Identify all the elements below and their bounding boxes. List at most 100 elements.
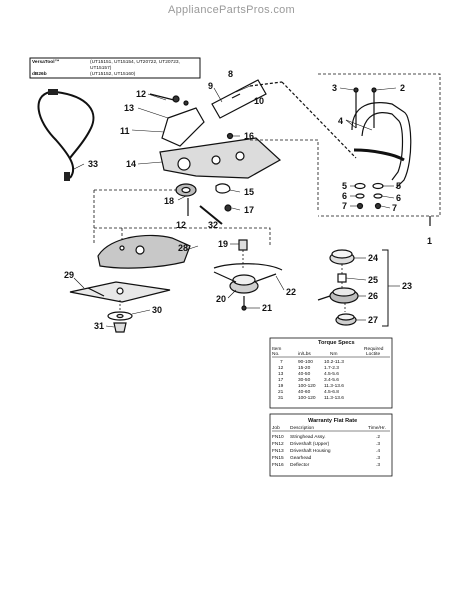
callout-15: 15 [244,187,254,197]
callout-19: 19 [218,239,228,249]
model-line1-label: VersaTool™ [32,59,60,65]
blade-part [69,281,171,303]
callout-29: 29 [64,270,74,280]
callout-10: 10 [254,96,264,106]
callout-3: 3 [332,83,337,93]
warranty-header-time: Time/Hr. [368,425,386,431]
callout-12b: 12 [176,220,186,230]
torque-item: 21 [278,389,284,395]
callout-30: 30 [152,305,162,315]
warranty-desc: Stringhead Assy. [290,434,326,440]
callout-25: 25 [368,275,378,285]
torque-header-loctite: Loctite [366,351,380,357]
warranty-title: Warranty Flat Rate [308,418,357,424]
callout-28: 28 [178,243,188,253]
warranty-job: FN10 [272,434,284,440]
torque-inlbs: 15-20 [298,365,311,371]
washer-nut-part [107,300,133,333]
callout-23: 23 [402,281,412,291]
warranty-header-job: Job [272,425,280,431]
callout-4: 4 [338,116,343,126]
callout-27: 27 [368,315,378,325]
torque-title: Torque Specs [318,340,355,346]
torque-header-required: Required [364,346,384,352]
torque-item: 13 [278,371,284,377]
callout-5a: 5 [342,181,347,191]
callout-12a: 12 [136,89,146,99]
clamp-part [149,93,205,147]
torque-row: 7 90-100 10.2-11.3 [280,359,344,365]
warranty-desc: Gearhead [290,455,312,461]
callout-22: 22 [286,287,296,297]
warranty-time: .3 [376,441,380,447]
torque-header-nm: Nm [330,351,337,357]
torque-inlbs: 30-50 [298,377,311,383]
warranty-job: FN16 [272,462,284,468]
callout-16: 16 [244,131,254,141]
warranty-table: Warranty Flat Rate Job Description Time/… [269,413,393,477]
torque-item: 12 [278,365,284,371]
torque-header-inlbs: in/Lbs [298,351,311,357]
blade-guard-part [97,234,191,269]
warranty-desc: Driveshaft Housing [290,448,331,454]
warranty-row: FN13 Driveshaft Housing .4 [272,448,380,454]
callout-1: 1 [427,236,432,246]
torque-header-no: No. [272,351,279,357]
model-line2-models: (UT15152, UT15160) [90,71,136,77]
torque-nm: 1.7-2.3 [324,365,339,371]
callout-numbers: 1 2 3 4 5 5 6 6 7 7 8 9 10 11 12 12 13 1… [64,69,432,331]
warranty-time: .3 [376,462,380,468]
warranty-time: .3 [376,455,380,461]
assembly-bracket-lines [93,139,319,246]
torque-row: 31 100-120 11.3-13.6 [278,395,344,401]
torque-nm: 4.5-5.6 [324,371,339,377]
callout-21: 21 [262,303,272,313]
model-line2-label: dB26b [32,71,47,77]
warranty-row: FN16 Deflector .3 [272,462,380,468]
torque-specs-table: Torque Specs Item No. in/Lbs Nm Required… [269,337,393,409]
warranty-row: FN15 Gearhead .3 [272,455,380,461]
model-line1-cont: UT15157) [90,65,112,71]
torque-row: 13 40-50 4.5-5.6 [278,371,339,377]
callout-24: 24 [368,253,378,263]
callout-33: 33 [88,159,98,169]
callout-2: 2 [400,83,405,93]
callout-6b: 6 [396,193,401,203]
torque-item: 7 [280,359,283,365]
handle-assembly-part [318,73,441,226]
callout-26: 26 [368,291,378,301]
torque-item: 17 [278,377,284,383]
callout-6a: 6 [342,191,347,201]
torque-row: 12 15-20 1.7-2.3 [278,365,339,371]
callout-20: 20 [216,294,226,304]
models-legend: VersaTool™ (UT15151, UT15154, UT20722, U… [29,57,201,79]
torque-row: 21 40-60 4.5-6.8 [278,389,339,395]
torque-nm: 3.4-5.6 [324,377,339,383]
callout-5b: 5 [396,181,401,191]
warranty-time: .2 [376,434,380,440]
warranty-row: FN12 Driveshaft (Upper) .3 [272,441,380,447]
torque-inlbs: 40-50 [298,371,311,377]
callout-8: 8 [228,69,233,79]
torque-inlbs: 90-100 [298,359,313,365]
callout-17: 17 [244,205,254,215]
warranty-job: FN15 [272,455,284,461]
torque-row: 19 100-120 11.3-13.6 [278,383,344,389]
torque-item: 19 [278,383,284,389]
warranty-time: .4 [376,448,380,454]
model-line1-models: (UT15151, UT15154, UT20722, UT20723, [90,59,180,65]
torque-nm: 4.5-6.8 [324,389,339,395]
callout-13: 13 [124,103,134,113]
warranty-desc: Deflector [290,462,310,468]
warranty-header-desc: Description [290,425,314,431]
callout-18: 18 [164,196,174,206]
callout-32: 32 [208,220,218,230]
warranty-desc: Driveshaft (Upper) [290,441,330,447]
shoulder-strap-part [37,89,95,181]
torque-nm: 11.3-13.6 [324,383,344,389]
callout-7b: 7 [392,203,397,213]
warranty-job: FN13 [272,448,284,454]
stringhead-part [213,239,283,311]
driveshaft-part [211,79,357,159]
